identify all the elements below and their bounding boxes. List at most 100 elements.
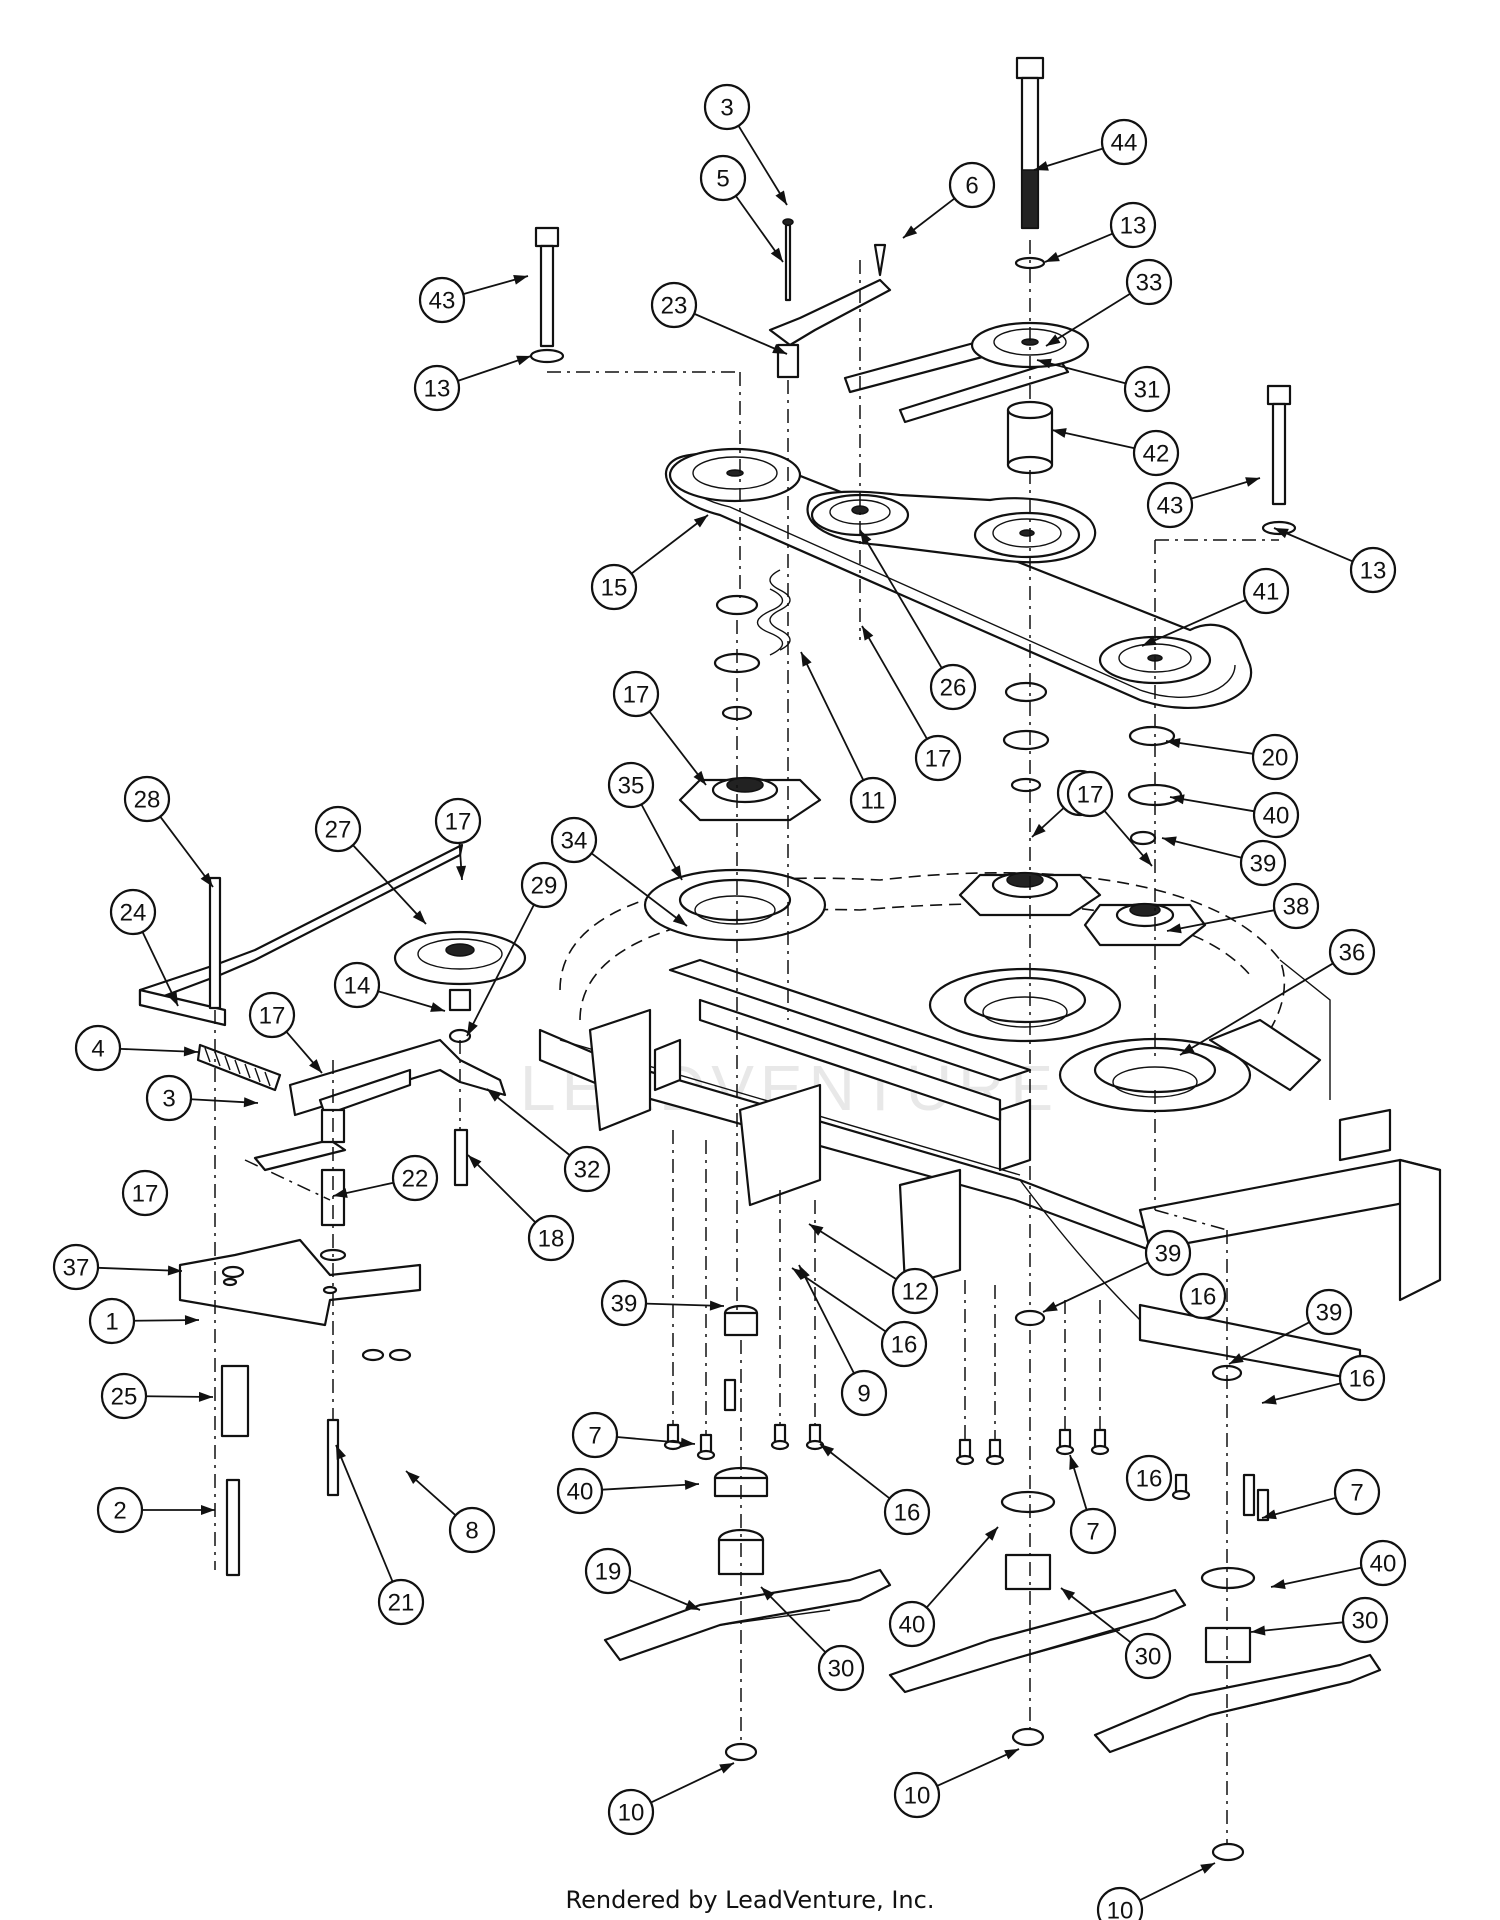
callout-c-17f: 17 — [248, 991, 296, 1039]
callout-circle — [391, 1154, 439, 1202]
leader-line-c-18 — [467, 1154, 537, 1224]
callout-number: 21 — [388, 1590, 415, 1617]
callout-c-29: 29 — [520, 861, 568, 909]
callout-circle — [1144, 1229, 1192, 1277]
callout-circle — [1069, 1507, 1117, 1555]
leader-line-c-30b — [760, 1586, 827, 1653]
leader-line-c-17b — [861, 625, 928, 740]
callout-c-16d: 16 — [1125, 1454, 1173, 1502]
callout-c-33: 33 — [1125, 258, 1173, 306]
callout-c-20: 20 — [1251, 733, 1299, 781]
callout-c-36: 36 — [1328, 928, 1376, 976]
leader-arrowhead-c-18 — [468, 1155, 482, 1169]
callout-circle — [893, 1771, 941, 1819]
callout-circle — [377, 1578, 425, 1626]
leader-arrowhead-c-31 — [1037, 358, 1052, 369]
callout-number: 36 — [1339, 940, 1366, 967]
callout-circle — [333, 961, 381, 1009]
callout-c-18: 18 — [527, 1214, 575, 1262]
callout-c-37: 37 — [52, 1243, 100, 1291]
callout-circle — [880, 1320, 928, 1368]
callout-number: 4 — [91, 1036, 104, 1063]
callout-number: 40 — [1263, 803, 1290, 830]
callout-circle — [948, 161, 996, 209]
left-hardware — [220, 1128, 469, 1577]
leader-arrowhead-c-17e — [456, 865, 467, 880]
callout-number: 17 — [132, 1181, 159, 1208]
callout-circle — [1328, 928, 1376, 976]
callout-c-13c: 13 — [1349, 546, 1397, 594]
callout-c-44: 44 — [1100, 118, 1148, 166]
callout-circle — [1305, 1288, 1353, 1336]
lever-rod-24 — [138, 843, 464, 1027]
callout-c-17b: 17 — [914, 734, 962, 782]
callout-circle — [590, 563, 638, 611]
leader-arrowhead-c-13a — [1045, 251, 1060, 262]
leader-arrowhead-c-3b — [243, 1097, 258, 1108]
leader-line-c-38 — [1166, 909, 1275, 932]
leader-arrowhead-c-39c — [1043, 1301, 1058, 1312]
callout-number: 40 — [1370, 1551, 1397, 1578]
callout-c-4: 4 — [74, 1024, 122, 1072]
callout-circle — [584, 1547, 632, 1595]
leader-arrowhead-c-17d — [1139, 852, 1152, 866]
leader-arrowhead-c-42 — [1052, 428, 1067, 438]
callout-c-7a: 7 — [571, 1411, 619, 1459]
callout-c-14: 14 — [333, 961, 381, 1009]
callout-number: 10 — [618, 1800, 645, 1827]
callout-circle — [109, 888, 157, 936]
leader-arrowhead-c-7b — [1262, 1509, 1277, 1520]
leader-line-c-42 — [1051, 429, 1135, 450]
spindle-assembly-right — [1083, 902, 1207, 947]
leader-arrowhead-c-40d — [984, 1527, 998, 1541]
callout-number: 22 — [402, 1166, 429, 1193]
callout-circle — [556, 1467, 604, 1515]
callout-number: 17 — [1077, 782, 1104, 809]
callout-c-16a: 16 — [1179, 1272, 1227, 1320]
leader-arrowhead-c-17c — [1032, 823, 1046, 837]
callout-number: 7 — [1350, 1480, 1363, 1507]
callout-number: 16 — [1190, 1284, 1217, 1311]
blade-right — [1093, 1653, 1382, 1754]
callout-c-11: 11 — [849, 776, 897, 824]
leader-arrowhead-c-30c — [1061, 1588, 1076, 1601]
callout-c-2: 2 — [96, 1486, 144, 1534]
leader-line-c-31 — [1036, 359, 1126, 385]
callout-c-28: 28 — [123, 775, 171, 823]
leader-arrowhead-c-36 — [1180, 1043, 1195, 1055]
leader-arrowhead-c-10a — [719, 1763, 734, 1774]
callout-circle — [520, 861, 568, 909]
callout-c-42: 42 — [1132, 429, 1180, 477]
callout-number: 12 — [902, 1279, 929, 1306]
callout-c-27: 27 — [314, 805, 362, 853]
callout-circle — [1359, 1539, 1407, 1587]
leader-line-c-13c — [1273, 527, 1354, 563]
leader-line-c-33 — [1045, 292, 1131, 347]
leader-line-c-32 — [486, 1088, 571, 1156]
callout-circle — [121, 1169, 169, 1217]
callout-c-40d: 40 — [888, 1600, 936, 1648]
leader-arrowhead-c-22 — [333, 1188, 348, 1198]
spring-4 — [196, 1043, 282, 1092]
callout-circle — [1349, 546, 1397, 594]
callout-number: 39 — [1250, 851, 1277, 878]
leader-arrowhead-c-17f — [309, 1059, 322, 1073]
callout-c-3a: 3 — [703, 83, 751, 131]
leader-arrowhead-c-35 — [670, 865, 682, 880]
callout-c-40b: 40 — [556, 1467, 604, 1515]
leader-arrowhead-c-11 — [801, 652, 812, 667]
callout-circle — [527, 1214, 575, 1262]
callout-circle — [1066, 770, 1114, 818]
leader-line-c-40a — [1169, 796, 1255, 813]
deck-shell — [538, 871, 1442, 1382]
callout-number: 28 — [134, 787, 161, 814]
spindle-housing-right — [1058, 1037, 1252, 1113]
idler-arm-assembly — [843, 321, 1090, 424]
footer-credit: Rendered by LeadVenture, Inc. — [565, 1886, 935, 1914]
callout-number: 39 — [1155, 1241, 1182, 1268]
leader-arrowhead-c-13b — [516, 355, 531, 366]
callout-number: 23 — [661, 293, 688, 320]
spacer-42 — [1006, 400, 1054, 475]
leader-arrowhead-c-14 — [430, 1002, 445, 1012]
